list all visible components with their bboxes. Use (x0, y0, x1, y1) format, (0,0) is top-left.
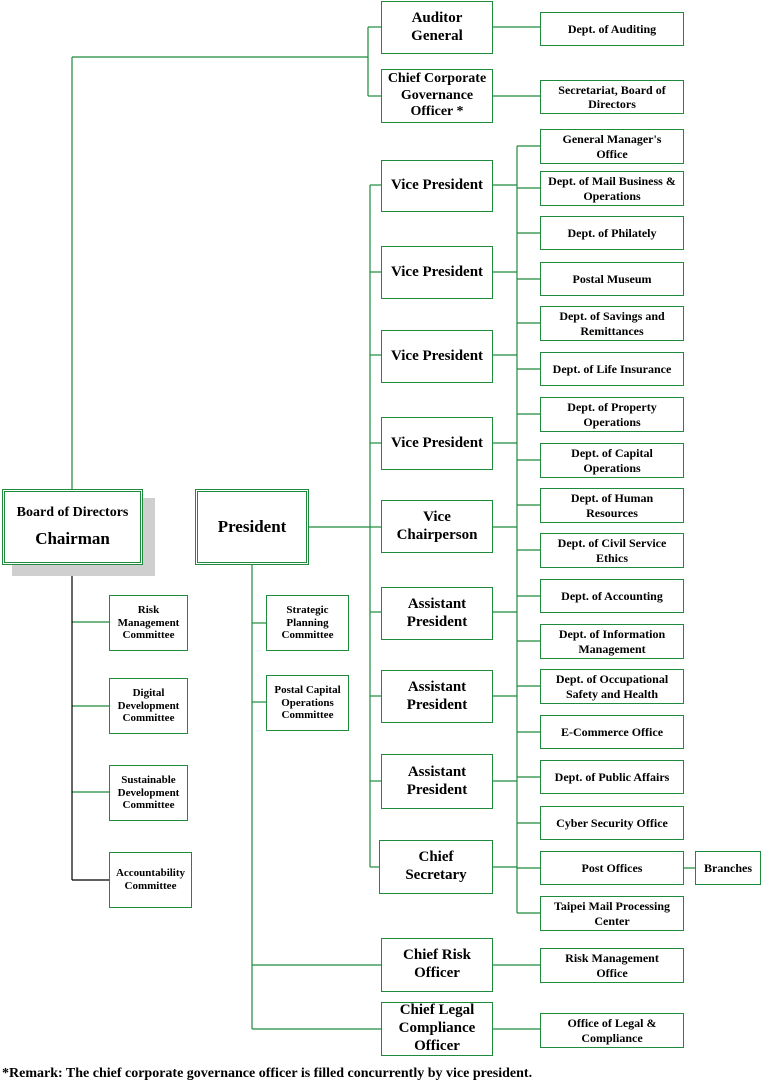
department-box: Dept. of Civil Service Ethics (540, 533, 684, 568)
chairman-label: Chairman (35, 529, 110, 549)
executive-box: Chief Secretary (379, 840, 493, 894)
department-box: Dept. of Mail Business & Operations (540, 171, 684, 206)
postal-capital-operations-committee-box: Postal Capital Operations Committee (266, 675, 349, 731)
executive-box: Assistant President (381, 670, 493, 723)
department-box: Postal Museum (540, 262, 684, 296)
secretariat-board-box: Secretariat, Board of Directors (540, 80, 684, 114)
department-box: Cyber Security Office (540, 806, 684, 840)
department-box: Dept. of Savings and Remittances (540, 306, 684, 341)
department-box: Dept. of Life Insurance (540, 352, 684, 386)
legal-compliance-office-box: Office of Legal & Compliance (540, 1013, 684, 1048)
auditor-general-box: Auditor General (381, 1, 493, 54)
department-box: Dept. of Capital Operations (540, 443, 684, 478)
chief-legal-compliance-officer-box: Chief Legal Compliance Officer (381, 1002, 493, 1056)
executive-box: Vice President (381, 417, 493, 470)
department-box: Dept. of Information Management (540, 624, 684, 659)
department-box: General Manager's Office (540, 129, 684, 164)
department-box: Dept. of Property Operations (540, 397, 684, 432)
chief-corporate-governance-officer-box: Chief Corporate Governance Officer * (381, 69, 493, 123)
executive-box: Vice Chairperson (381, 500, 493, 553)
remark-footnote: *Remark: The chief corporate governance … (2, 1066, 533, 1081)
digital-development-committee-box: Digital Development Committee (109, 678, 188, 734)
department-box: Dept. of Accounting (540, 579, 684, 613)
department-box: Taipei Mail Processing Center (540, 896, 684, 931)
dept-auditing-box: Dept. of Auditing (540, 12, 684, 46)
executive-box: Assistant President (381, 754, 493, 809)
executive-box: Assistant President (381, 587, 493, 640)
chief-risk-officer-box: Chief Risk Officer (381, 938, 493, 992)
executive-box: Vice President (381, 246, 493, 299)
department-box: Post Offices (540, 851, 684, 885)
branches-box: Branches (695, 851, 761, 885)
department-box: Dept. of Human Resources (540, 488, 684, 523)
executive-box: Vice President (381, 330, 493, 383)
risk-management-office-box: Risk Management Office (540, 948, 684, 983)
department-box: E-Commerce Office (540, 715, 684, 749)
department-box: Dept. of Occupational Safety and Health (540, 669, 684, 704)
department-box: Dept. of Public Affairs (540, 760, 684, 794)
strategic-planning-committee-box: Strategic Planning Committee (266, 595, 349, 651)
president-box: President (195, 489, 309, 565)
accountability-committee-box: Accountability Committee (109, 852, 192, 908)
risk-management-committee-box: Risk Management Committee (109, 595, 188, 651)
chairman-box: Board of Directors Chairman (2, 489, 143, 565)
department-box: Dept. of Philately (540, 216, 684, 250)
sustainable-development-committee-box: Sustainable Development Committee (109, 765, 188, 821)
executive-box: Vice President (381, 160, 493, 212)
board-of-directors-label: Board of Directors (16, 504, 129, 520)
